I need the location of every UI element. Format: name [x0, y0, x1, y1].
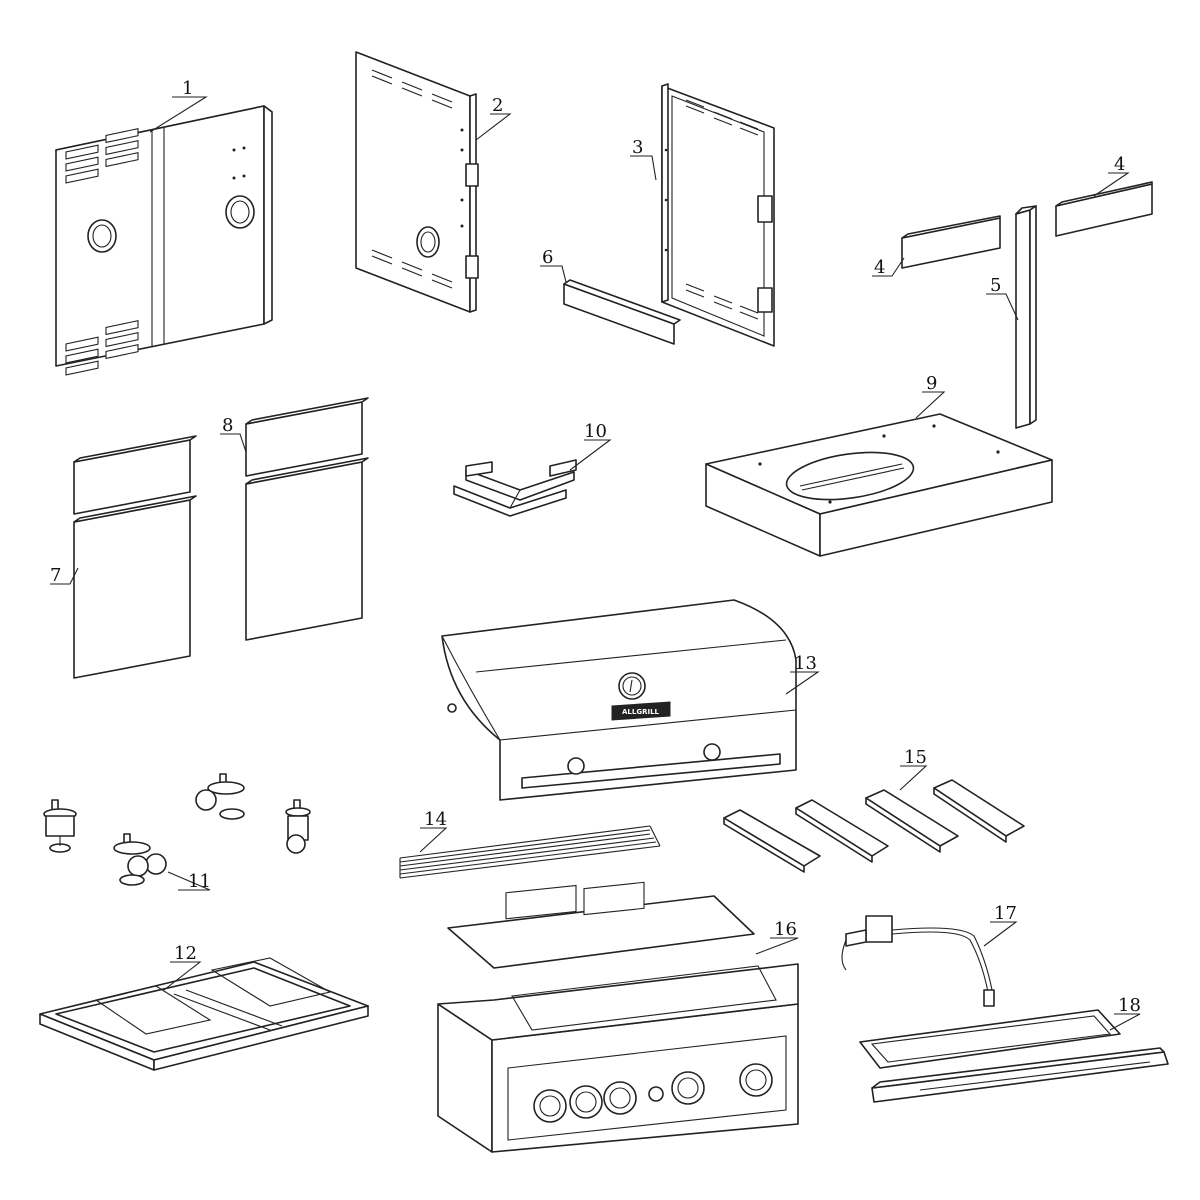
- part-1-rear-panel: [55, 105, 273, 376]
- callout-12: 12: [174, 943, 197, 964]
- callout-14: 14: [424, 809, 447, 830]
- callout-leaders: [50, 96, 1141, 1031]
- callout-4-left: 4: [874, 257, 885, 278]
- part-6-bracket: [563, 279, 681, 345]
- callout-16: 16: [774, 919, 797, 940]
- part-7-door: [73, 435, 197, 679]
- caster-2: [113, 833, 167, 886]
- part-4-rail-left: [901, 215, 1001, 269]
- callout-18: 18: [1118, 995, 1141, 1016]
- callout-1: 1: [182, 78, 193, 99]
- heat-tent-2: [795, 799, 889, 863]
- part-16-grill-body: [437, 881, 799, 1153]
- part-4-rail-right: [1055, 181, 1153, 237]
- callout-10: 10: [584, 421, 607, 442]
- part-3-side-panel: [661, 83, 775, 347]
- part-5-post: [1015, 205, 1037, 429]
- heat-tent-1: [723, 809, 821, 873]
- part-8-door: [245, 397, 369, 641]
- callout-15: 15: [904, 747, 927, 768]
- part-14-rods: [399, 825, 661, 879]
- callout-5: 5: [990, 275, 1001, 296]
- part-13-hood: ALLGRILL: [441, 599, 797, 801]
- part-9-side-burner-box: [705, 413, 1053, 557]
- callout-3: 3: [632, 137, 643, 158]
- caster-4: [285, 799, 311, 854]
- heat-tent-4: [933, 779, 1025, 843]
- callout-17: 17: [994, 903, 1017, 924]
- callout-numbers: 1 2 3 4 4 5 6 7 8 9 10 11 12 13 14 15 16…: [50, 78, 1141, 1016]
- part-10-bracket: [453, 459, 577, 517]
- part-11-casters: [43, 773, 311, 886]
- callout-9: 9: [926, 373, 937, 394]
- part-17-igniter: [841, 915, 995, 1007]
- callout-7: 7: [50, 565, 61, 586]
- caster-1: [43, 799, 77, 853]
- callout-8: 8: [222, 415, 233, 436]
- callout-13: 13: [794, 653, 817, 674]
- callout-11: 11: [188, 871, 211, 892]
- part-2-side-panel: [355, 51, 479, 313]
- callout-4-right: 4: [1114, 154, 1125, 175]
- callout-6: 6: [542, 247, 553, 268]
- part-12-base-frame: [39, 957, 369, 1071]
- knobs: [533, 1063, 773, 1123]
- heat-tent-3: [865, 789, 959, 853]
- part-15-heat-tents: [723, 779, 1025, 873]
- part-18-drip-tray: [859, 1009, 1169, 1103]
- callout-2: 2: [492, 95, 503, 116]
- hood-logo: ALLGRILL: [622, 708, 660, 716]
- caster-3: [195, 773, 245, 820]
